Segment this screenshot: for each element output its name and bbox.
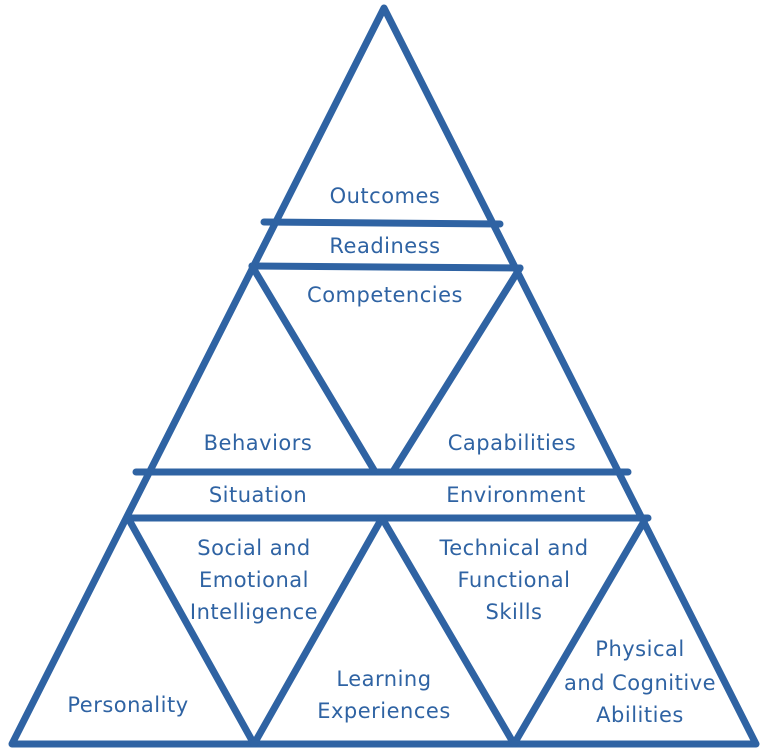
physical-cognitive-line-2: and Cognitive xyxy=(564,671,716,695)
behaviors-label: Behaviors xyxy=(204,431,313,455)
social-emotional-line-1: Social and xyxy=(197,536,310,560)
outer-triangle xyxy=(8,4,760,748)
readiness-label: Readiness xyxy=(329,234,440,258)
environment-label: Environment xyxy=(446,483,586,507)
technical-functional-line-1: Technical and xyxy=(438,536,588,560)
social-right-edge xyxy=(250,514,386,748)
social-left-edge xyxy=(124,514,258,748)
social-emotional-line-3: Intelligence xyxy=(190,600,318,624)
outcomes-label: Outcomes xyxy=(330,184,441,208)
technical-functional-line-2: Functional xyxy=(457,568,570,592)
learning-experiences-line-2: Experiences xyxy=(317,699,451,723)
learning-experiences-line-1: Learning xyxy=(336,667,431,691)
technical-right-edge xyxy=(510,514,650,748)
capabilities-label: Capabilities xyxy=(448,431,577,455)
competencies-right-edge xyxy=(390,264,524,474)
technical-left-edge xyxy=(378,514,518,748)
outcomes-divider xyxy=(260,218,504,228)
competencies-label: Competencies xyxy=(307,283,463,307)
personality-label: Personality xyxy=(67,693,188,717)
physical-cognitive-line-3: Abilities xyxy=(596,703,684,727)
physical-cognitive-line-1: Physical xyxy=(595,637,684,661)
readiness-divider xyxy=(248,262,524,272)
social-emotional-line-2: Emotional xyxy=(199,568,309,592)
situation-label: Situation xyxy=(209,483,307,507)
competencies-left-edge xyxy=(248,262,378,474)
technical-functional-line-3: Skills xyxy=(486,600,543,624)
